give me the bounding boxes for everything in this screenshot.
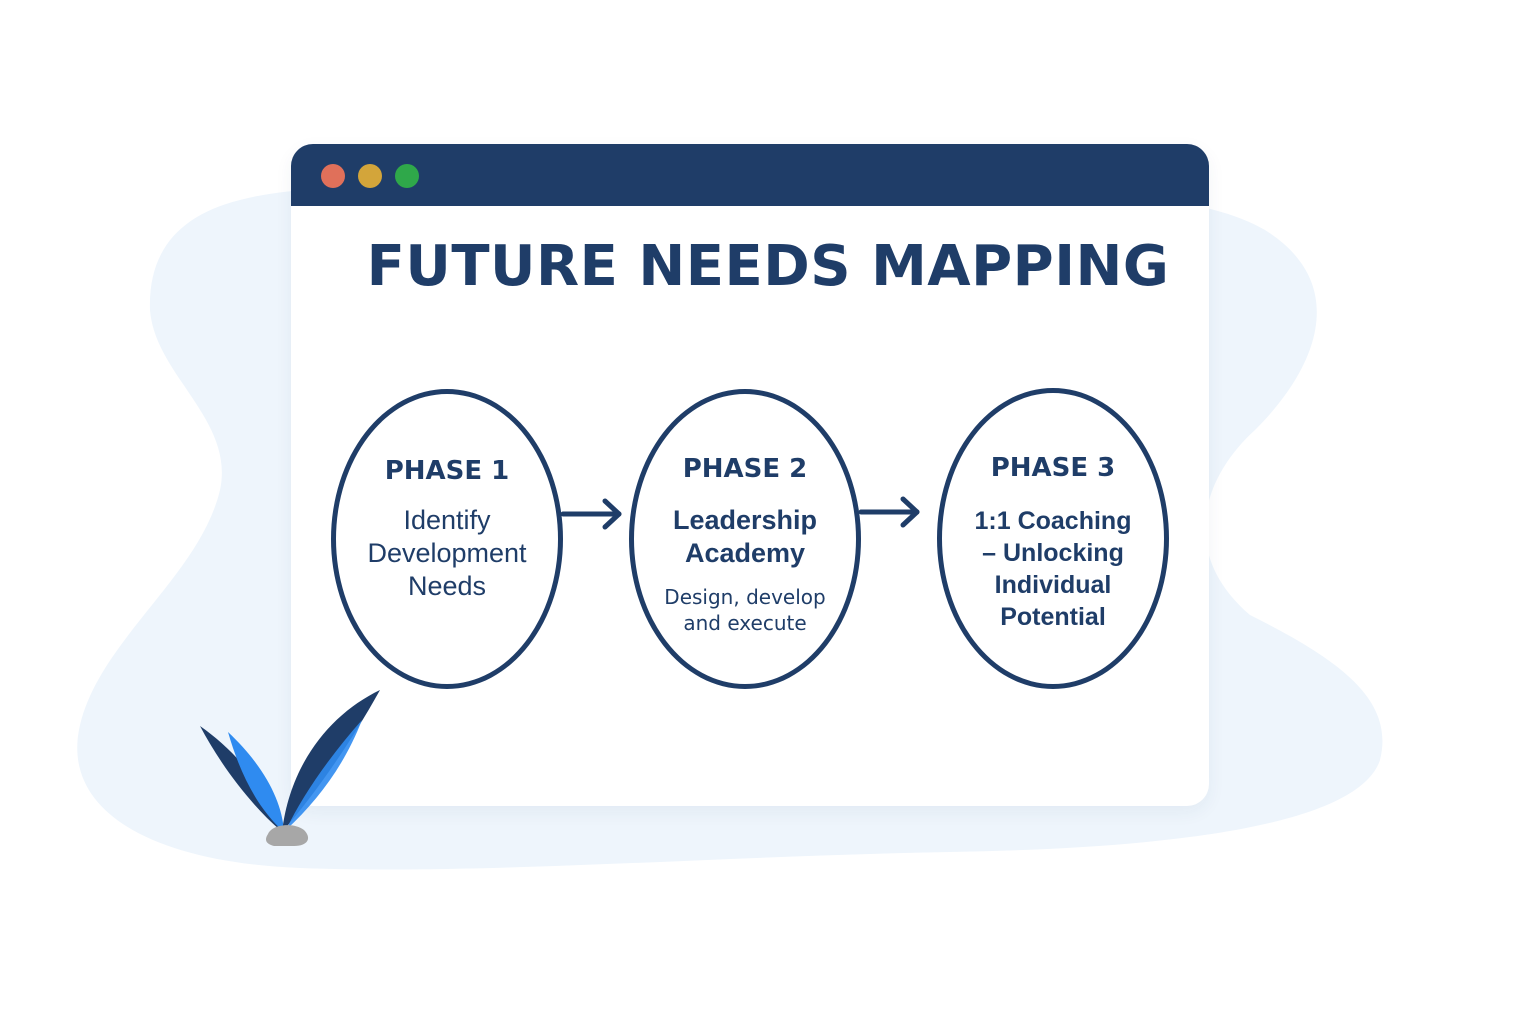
window-titlebar [291, 144, 1209, 206]
minimize-window-dot-icon[interactable] [358, 164, 382, 188]
phase-3-node: PHASE 3 1:1 Coaching – Unlocking Individ… [937, 388, 1169, 689]
plant-leaves-icon [200, 690, 380, 846]
phase-1-name: Identify Development Needs [367, 505, 527, 601]
phase-3-name: 1:1 Coaching – Unlocking Individual Pote… [974, 507, 1132, 631]
close-window-dot-icon[interactable] [321, 164, 345, 188]
phase-2-label: PHASE 2 [682, 454, 808, 484]
arrow-right-icon [859, 496, 920, 528]
phase-1-label: PHASE 1 [384, 456, 510, 486]
arrow-right-icon [561, 498, 622, 530]
phase-2-description: Design, develop and execute [664, 585, 826, 635]
phase-3-label: PHASE 3 [990, 453, 1116, 483]
phase-1-node: PHASE 1 Identify Development Needs [331, 389, 563, 689]
page-title: FUTURE NEEDS MAPPING [366, 234, 1170, 299]
maximize-window-dot-icon[interactable] [395, 164, 419, 188]
phase-2-name: Leadership Academy [672, 505, 818, 568]
phase-2-node: PHASE 2 Leadership Academy Design, devel… [629, 389, 861, 689]
